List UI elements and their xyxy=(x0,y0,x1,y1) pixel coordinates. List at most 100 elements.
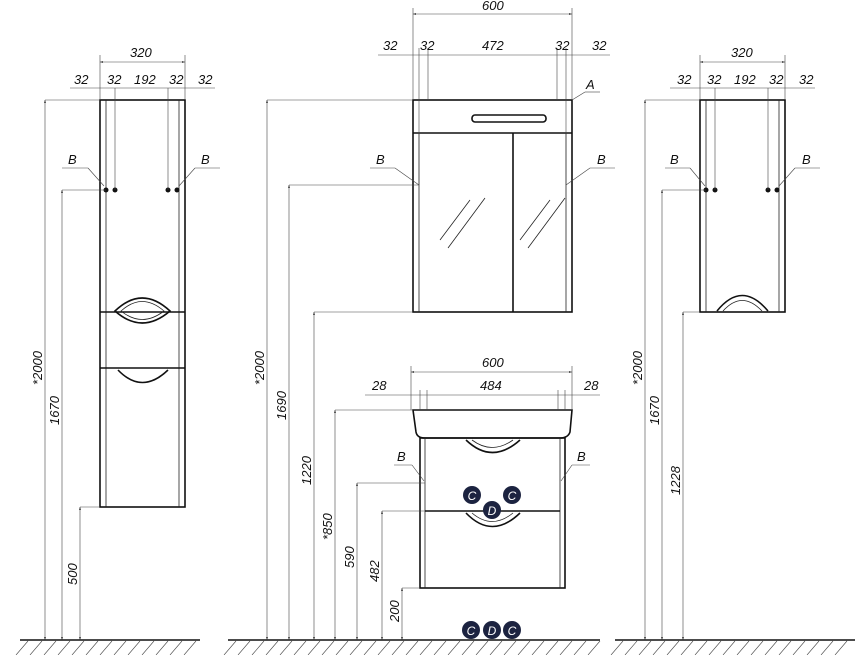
floor-hatch xyxy=(377,640,391,655)
dim-offset: 32 xyxy=(74,72,89,87)
dim-height: *2000 xyxy=(252,350,267,385)
sink xyxy=(412,409,573,439)
dim-offset: 32 xyxy=(592,38,607,53)
mark-b: B xyxy=(376,152,385,167)
floor-hatch xyxy=(764,640,778,655)
marker-c: C xyxy=(463,486,481,504)
mirror-glare-icon xyxy=(439,197,566,249)
floor-hatch xyxy=(517,640,531,655)
dim-offset: 28 xyxy=(583,378,599,393)
floor-hatch xyxy=(419,640,433,655)
floor-hatch xyxy=(447,640,461,655)
floor-hatch xyxy=(461,640,475,655)
right-wall-cabinet: 320 32 32 192 32 32 B B *2000 1670 1228 xyxy=(630,45,820,640)
floor-hatch xyxy=(237,640,251,655)
floor-hatch xyxy=(587,640,601,655)
floor-hatch xyxy=(127,640,141,655)
dim-height: 1220 xyxy=(299,455,314,485)
floor-hatch xyxy=(43,640,57,655)
floor-hatch xyxy=(85,640,99,655)
marker-c: C xyxy=(503,486,521,504)
floor-hatch xyxy=(363,640,377,655)
floor-hatch xyxy=(652,640,666,655)
floor-hatch xyxy=(531,640,545,655)
floor-marker-c: C xyxy=(462,621,480,639)
dim-width: 600 xyxy=(482,355,504,370)
dim-offset: 192 xyxy=(134,72,156,87)
dim-width: 600 xyxy=(482,0,504,13)
floor-hatch xyxy=(503,640,517,655)
dim-offset: 32 xyxy=(555,38,570,53)
floor-hatch xyxy=(141,640,155,655)
marker-d: D xyxy=(483,501,501,519)
dim-offset: 32 xyxy=(707,72,722,87)
floor-hatch xyxy=(573,640,587,655)
floor-hatch xyxy=(559,640,573,655)
floor-hatch xyxy=(29,640,43,655)
dim-offset: 32 xyxy=(420,38,435,53)
floor-marker-d: D xyxy=(483,621,501,639)
dim-offset: 28 xyxy=(371,378,387,393)
left-tall-cabinet: 320 32 32 192 32 32 B B *2000 1670 500 xyxy=(30,45,220,640)
mark-a: A xyxy=(585,77,595,92)
vanity-unit: 600 28 484 28 B B C C D C D C xyxy=(365,355,600,639)
floor-hatch xyxy=(694,640,708,655)
floor-hatch xyxy=(293,640,307,655)
floor-hatch xyxy=(722,640,736,655)
floor-hatch xyxy=(778,640,792,655)
svg-text:C: C xyxy=(468,489,477,503)
handle-icon xyxy=(716,294,769,312)
floor-hatch xyxy=(169,640,183,655)
mark-b: B xyxy=(802,152,811,167)
floor-hatch xyxy=(113,640,127,655)
floor-hatch xyxy=(666,640,680,655)
floor-hatch xyxy=(15,640,29,655)
dim-height: 500 xyxy=(65,563,80,585)
floor-hatch xyxy=(475,640,489,655)
floor-hatch xyxy=(638,640,652,655)
floor-hatch xyxy=(391,640,405,655)
dim-offset: 32 xyxy=(769,72,784,87)
svg-text:C: C xyxy=(467,624,476,638)
floor-hatch xyxy=(251,640,265,655)
floor-hatch xyxy=(99,640,113,655)
dim-offset: 32 xyxy=(107,72,122,87)
floor-hatch xyxy=(307,640,321,655)
svg-text:C: C xyxy=(508,624,517,638)
floor-hatch xyxy=(321,640,335,655)
dim-offset: 32 xyxy=(383,38,398,53)
svg-text:D: D xyxy=(488,504,497,518)
floor-hatch xyxy=(155,640,169,655)
dim-height: *2000 xyxy=(30,350,45,385)
floor-marker-c: C xyxy=(503,621,521,639)
dim-height: 1670 xyxy=(47,395,62,425)
dim-height: 1690 xyxy=(274,390,289,420)
middle-height-dimensions: *2000 1690 1220 *850 590 482 200 xyxy=(252,99,425,640)
dim-offset: 32 xyxy=(799,72,814,87)
svg-text:C: C xyxy=(508,489,517,503)
mirror-cabinet: 600 32 32 472 32 32 A B B xyxy=(370,0,615,313)
floor-hatch xyxy=(610,640,624,655)
dim-height: *850 xyxy=(320,512,335,540)
dim-offset: 472 xyxy=(482,38,504,53)
floor-hatch xyxy=(834,640,848,655)
dim-height: *2000 xyxy=(630,350,645,385)
svg-text:D: D xyxy=(488,624,497,638)
mark-b: B xyxy=(397,449,406,464)
dim-height: 1228 xyxy=(668,465,683,495)
floor-hatch xyxy=(624,640,638,655)
dim-offset: 32 xyxy=(169,72,184,87)
floor-hatch xyxy=(489,640,503,655)
floor-hatch xyxy=(279,640,293,655)
dim-height: 590 xyxy=(342,546,357,568)
floor-hatch xyxy=(820,640,834,655)
floor-hatch xyxy=(680,640,694,655)
dim-height: 482 xyxy=(367,560,382,582)
dim-width: 320 xyxy=(130,45,152,60)
floor-hatch xyxy=(792,640,806,655)
floor-hatch xyxy=(545,640,559,655)
floor-lines xyxy=(15,639,855,655)
mark-b: B xyxy=(577,449,586,464)
dim-offset: 32 xyxy=(677,72,692,87)
